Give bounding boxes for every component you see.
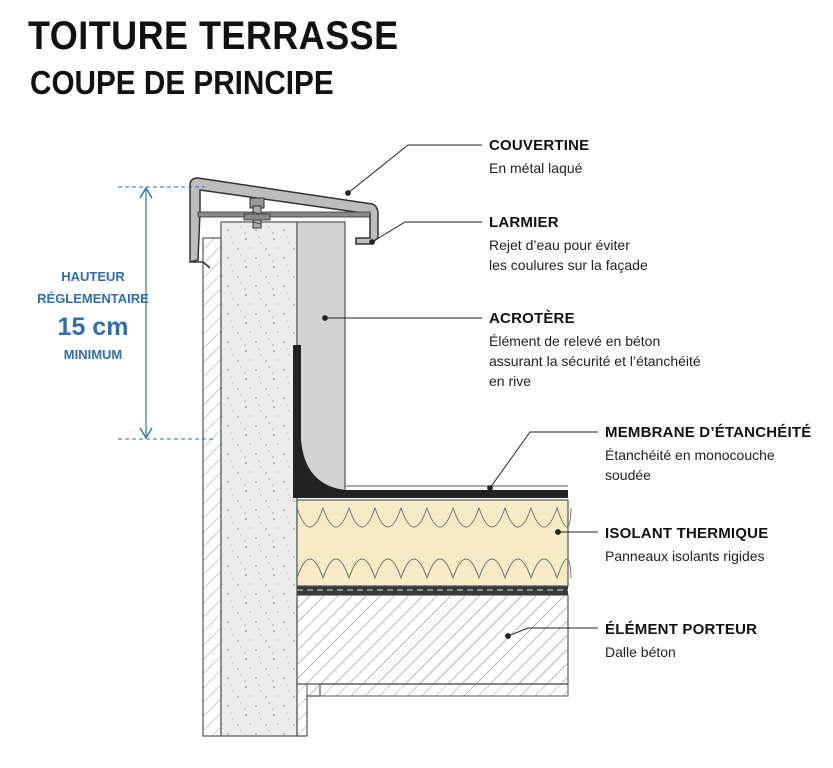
height-annotation: HAUTEUR RÉGLEMENTAIRE 15 cm MINIMUM xyxy=(22,266,164,366)
label-larmier: LARMIER Rejet d’eau pour éviter les coul… xyxy=(489,214,648,275)
desc-line: soudée xyxy=(605,467,651,483)
desc-line: les coulures sur la façade xyxy=(489,257,648,273)
label-name: LARMIER xyxy=(489,214,559,231)
label-name: ÉLÉMENT PORTEUR xyxy=(605,621,758,638)
desc-line: Rejet d’eau pour éviter xyxy=(489,237,630,253)
desc-line: en rive xyxy=(489,373,532,389)
label-name: ISOLANT THERMIQUE xyxy=(605,525,769,542)
desc-line: assurant la sécurité et l’étanchéité xyxy=(489,353,701,369)
height-line1: HAUTEUR xyxy=(61,269,125,284)
leader-lines xyxy=(322,144,598,639)
height-value: 15 cm xyxy=(57,313,129,341)
label-acrotere: ACROTÈRE Élément de relevé en béton assu… xyxy=(489,310,701,391)
label-desc: Étanchéité en monocouche soudée xyxy=(605,445,811,485)
label-membrane: MEMBRANE D’ÉTANCHÉITÉ Étanchéité en mono… xyxy=(605,424,811,485)
acrotere-face xyxy=(296,221,346,495)
label-desc: Panneaux isolants rigides xyxy=(605,546,768,566)
desc-line: Étanchéité en monocouche xyxy=(605,447,775,463)
diagram-subtitle: COUPE DE PRINCIPE xyxy=(30,64,334,101)
facade-wall xyxy=(202,237,222,737)
height-line3: MINIMUM xyxy=(63,347,123,362)
slab xyxy=(296,594,569,737)
fixing-screw xyxy=(243,197,271,229)
desc-line: Élément de relevé en béton xyxy=(489,333,661,349)
diagram-title: TOITURE TERRASSE xyxy=(28,14,399,58)
label-couvertine: COUVERTINE En métal laqué xyxy=(489,137,589,178)
membrane xyxy=(293,345,568,498)
label-desc: Rejet d’eau pour éviter les coulures sur… xyxy=(489,235,648,275)
label-name: MEMBRANE D’ÉTANCHÉITÉ xyxy=(605,424,812,441)
label-element-porteur: ÉLÉMENT PORTEUR Dalle béton xyxy=(605,621,757,662)
concrete-wall xyxy=(220,221,298,737)
label-name: ACROTÈRE xyxy=(489,310,575,327)
label-desc: En métal laqué xyxy=(489,158,589,178)
desc-line: Panneaux isolants rigides xyxy=(605,548,765,564)
label-desc: Dalle béton xyxy=(605,642,757,662)
height-line2: RÉGLEMENTAIRE xyxy=(37,291,149,306)
label-desc: Élément de relevé en béton assurant la s… xyxy=(489,331,701,391)
desc-line: En métal laqué xyxy=(489,160,583,176)
desc-line: Dalle béton xyxy=(605,644,676,660)
label-name: COUVERTINE xyxy=(489,137,590,154)
coping xyxy=(189,177,379,269)
height-dimension xyxy=(118,186,215,440)
label-isolant: ISOLANT THERMIQUE Panneaux isolants rigi… xyxy=(605,525,768,566)
insulation xyxy=(296,499,572,587)
vapour-barrier xyxy=(297,586,568,595)
